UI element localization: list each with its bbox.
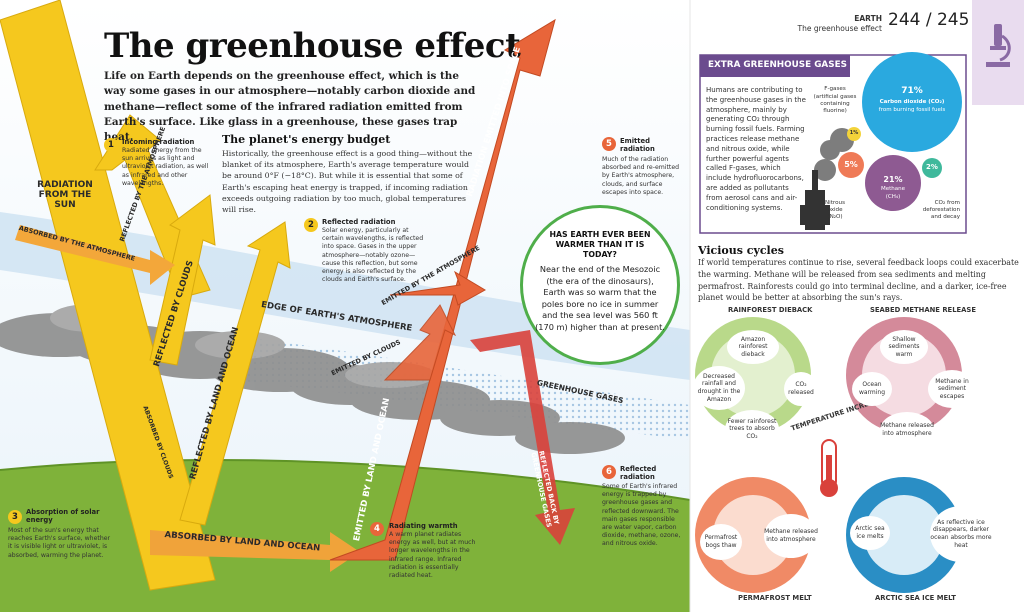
deforestation-bubble: 2% (922, 158, 942, 178)
methane-name: Methane (880, 186, 905, 192)
callout-question: HAS EARTH EVER BEEN WARMER THAN IT IS TO… (549, 230, 651, 259)
step-3-number: 3 (8, 510, 22, 524)
vicious-cycles-heading: Vicious cycles (698, 244, 784, 257)
section-label: EARTH (854, 14, 882, 23)
rainforest-step-3: Fewer rainforest trees to absorb CO₂ (725, 410, 779, 448)
permafrost-step-2: Methane released into atmosphere (764, 514, 818, 558)
step-5-number: 5 (602, 137, 616, 151)
f-gases-note: (artificial gases containing fluorine) (813, 94, 857, 114)
deforestation-name: CO₂ from deforestation and decay (922, 200, 960, 220)
page-numbers: 244 / 245 (888, 10, 970, 30)
emitted-radiation-arrow (329, 18, 556, 561)
absorbed-land-arrow (150, 530, 360, 572)
deforestation-percent: 2% (926, 163, 938, 171)
step-1-number: 1 (104, 138, 118, 152)
step-2-number: 2 (304, 218, 318, 232)
extra-gases-heading: EXTRA GREENHOUSE GASES (708, 60, 847, 70)
co2-percent: 71% (901, 86, 923, 96)
reflected-back-arrow (470, 330, 575, 545)
cycle-permafrost-label: PERMAFROST MELT (738, 594, 812, 602)
nitrous-oxide-note: (N₂O) (827, 214, 843, 220)
step-3-text: Most of the sun's energy that reaches Ea… (8, 527, 111, 559)
incoming-radiation-arrow (0, 0, 291, 591)
seabed-step-2: Methane in sediment escapes (928, 370, 976, 408)
step-4-title: Radiating warmth (389, 522, 458, 530)
extra-gases-text: Humans are contributing to the greenhous… (706, 86, 806, 212)
energy-budget-text: Historically, the greenhouse effect is a… (222, 149, 473, 215)
step-3-title: Absorption of solar energy (26, 508, 100, 524)
rainforest-step-1: Amazon rainforest dieback (727, 330, 779, 364)
co2-note: from burning fossil fuels (878, 107, 946, 113)
step-2-title: Reflected radiation (322, 218, 396, 226)
co2-bubble: 71% Carbon dioxide (CO₂) from burning fo… (862, 52, 962, 152)
methane-bubble: 21% Methane (CH₄) (865, 155, 921, 211)
step-1-text: Radiated energy from the sun arrives as … (122, 147, 209, 187)
f-gases-bubble: 1% (847, 127, 861, 141)
absorbed-atmosphere-arrow (15, 225, 175, 285)
step-4-number: 4 (370, 522, 384, 536)
label-radiation-from-sun: RADIATION FROM THE SUN (37, 180, 93, 210)
seabed-step-1: Shallow sediments warm (880, 330, 928, 364)
page-title: The greenhouse effect (104, 26, 521, 66)
methane-percent: 21% (883, 175, 903, 184)
cycle-arctic-label: ARCTIC SEA ICE MELT (875, 594, 956, 602)
rainforest-step-2: CO₂ released (784, 372, 818, 406)
warmer-callout: HAS EARTH EVER BEEN WARMER THAN IT IS TO… (520, 205, 680, 365)
co2-name: Carbon dioxide (CO₂) (879, 99, 945, 105)
seabed-step-3: Methane released into atmosphere (880, 412, 934, 448)
seabed-step-4: Ocean warming (852, 372, 892, 406)
step-2-text: Solar energy, particularly at certain wa… (322, 227, 424, 284)
cycle-rainforest-label: RAINFOREST DIEBACK (728, 306, 813, 314)
nitrous-oxide-name: Nitrous oxide (825, 200, 845, 213)
arctic-step-2: As reflective ice disappears, darker oce… (930, 506, 992, 562)
permafrost-step-1: Permafrost bogs thaw (700, 524, 742, 560)
step-1-title: Incoming radiation (122, 138, 195, 146)
step-4-text: A warm planet radiates energy as well, b… (389, 531, 476, 580)
arctic-step-1: Arctic sea ice melts (850, 516, 890, 550)
step-5-title: Emitted radiation (620, 137, 655, 153)
step-6-title: Reflected radiation (620, 465, 657, 481)
cycle-seabed-label: SEABED METHANE RELEASE (870, 306, 976, 314)
methane-note: (CH₄) (885, 194, 901, 200)
nitrous-oxide-bubble: 5% (838, 152, 864, 178)
vicious-cycles-text: If world temperatures continue to rise, … (698, 258, 1019, 303)
f-gases-percent: 1% (849, 130, 859, 136)
callout-answer: Near the end of the Mesozoic (the era of… (535, 264, 665, 332)
step-6-number: 6 (602, 465, 616, 479)
subsection-label: The greenhouse effect (797, 24, 882, 33)
microscope-icon (986, 24, 1011, 67)
step-5-text: Much of the radiation absorbed and re-em… (602, 156, 680, 196)
f-gases-name: F-gases (824, 86, 846, 92)
nitrous-oxide-percent: 5% (844, 160, 858, 169)
rainforest-step-4: Decreased rainfall and drought in the Am… (693, 366, 745, 410)
intro-text: Life on Earth depends on the greenhouse … (104, 70, 476, 144)
energy-budget-heading: The planet's energy budget (222, 133, 391, 146)
step-6-text: Some of Earth's infrared energy is trapp… (602, 483, 681, 548)
